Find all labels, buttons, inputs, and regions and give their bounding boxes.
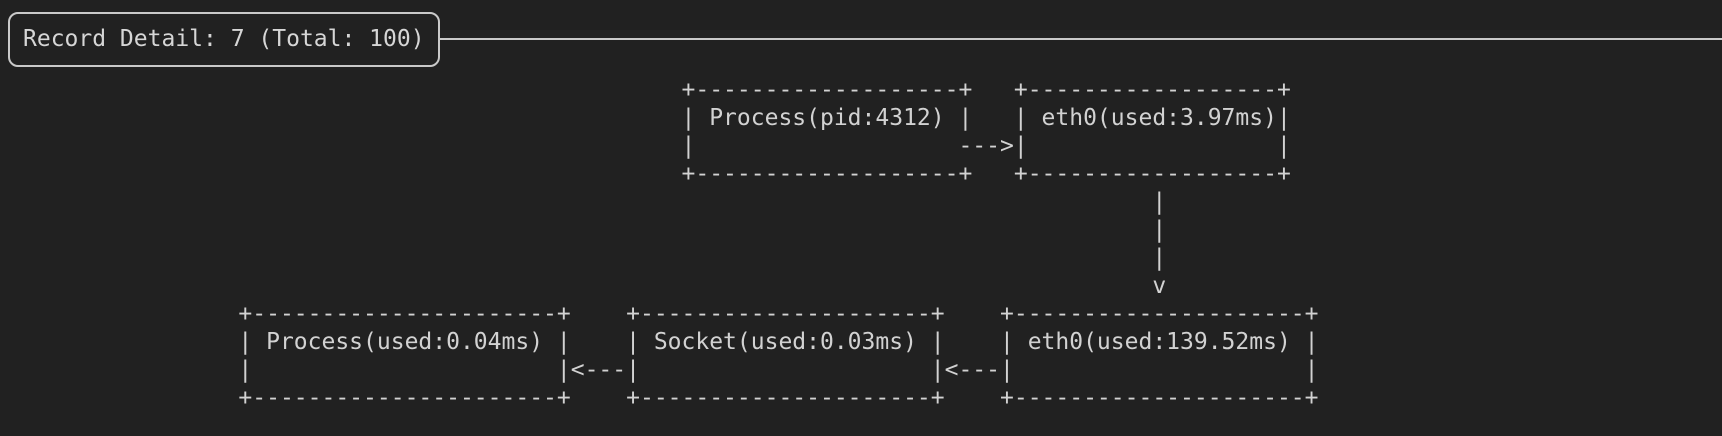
- ascii-flow-diagram: +-------------------+ +-----------------…: [238, 77, 1319, 411]
- header-rule: [410, 38, 1722, 40]
- record-detail-title: Record Detail: 7 (Total: 100): [23, 26, 425, 52]
- record-detail-tab: Record Detail: 7 (Total: 100): [8, 12, 440, 67]
